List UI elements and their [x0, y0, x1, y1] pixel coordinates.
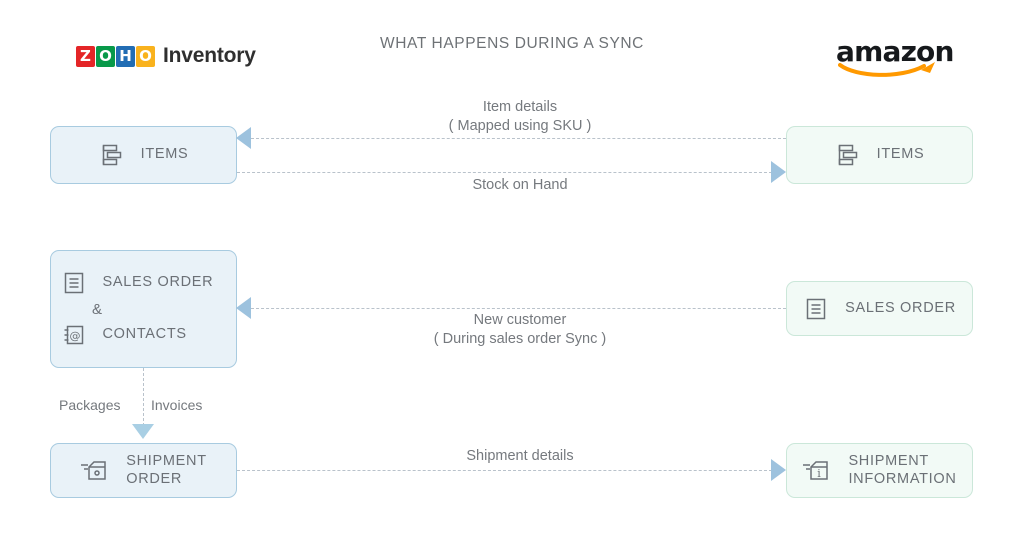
zoho-logo-mark: Z O H O: [76, 45, 156, 67]
right-box-sales-order[interactable]: SALES ORDER: [786, 281, 973, 336]
left-box-ampersand: &: [92, 301, 103, 318]
left-box-items-label: ITEMS: [140, 146, 189, 163]
internal-flow-label-invoices: Invoices: [151, 397, 203, 413]
left-box-items[interactable]: ITEMS: [50, 126, 237, 184]
zoho-letter-o1: O: [96, 45, 115, 67]
items-icon: [102, 144, 121, 166]
left-box-contacts-row: @ CONTACTS: [61, 322, 227, 348]
connector-stock-on-hand-label: Stock on Hand: [472, 177, 568, 193]
left-box-sales-order-row: SALES ORDER: [61, 270, 227, 296]
connector-stock-on-hand-arrowhead: [771, 161, 786, 183]
shipment-order-icon: [81, 460, 106, 480]
right-box-items-label: ITEMS: [876, 146, 925, 163]
right-box-sales-order-label: SALES ORDER: [845, 299, 956, 316]
left-box-contacts-label: CONTACTS: [102, 326, 187, 343]
left-box-sales-order-label: SALES ORDER: [102, 274, 214, 291]
connector-new-customer-label: New customer ( During sales order Sync ): [433, 312, 607, 347]
sales-order-icon: [806, 298, 826, 319]
connector-shipment-details-label: Shipment details: [466, 448, 574, 464]
connector-item-details-arrowhead: [236, 127, 251, 149]
page-title: WHAT HAPPENS DURING A SYNC: [380, 35, 644, 52]
connector-new-customer-line: [251, 308, 786, 309]
sales-order-icon: [64, 272, 83, 294]
amazon-logo: amazon: [836, 35, 954, 78]
connector-stock-on-hand-line: [237, 172, 772, 173]
connector-item-details-line: [251, 138, 786, 139]
items-icon: [838, 144, 857, 166]
right-box-items[interactable]: ITEMS: [786, 126, 973, 184]
connector-shipment-details-arrowhead: [771, 459, 786, 481]
zoho-inventory-wordmark: Inventory: [163, 44, 256, 67]
connector-new-customer-arrowhead: [236, 297, 251, 319]
left-box-shipment-order[interactable]: SHIPMENT ORDER: [50, 443, 237, 498]
amazon-wordmark: amazon: [836, 35, 954, 68]
zoho-inventory-logo: Z O H O Inventory: [76, 41, 256, 71]
internal-flow-label-packages: Packages: [59, 397, 121, 413]
internal-flow-arrowhead: [132, 424, 154, 439]
connector-shipment-details-line: [237, 470, 772, 471]
internal-flow-line: [143, 368, 144, 426]
zoho-letter-o2: O: [136, 45, 155, 67]
zoho-letter-h: H: [116, 45, 135, 67]
amazon-smile-icon: [838, 62, 935, 77]
right-box-shipment-information-label: SHIPMENT INFORMATION: [848, 452, 957, 487]
connector-item-details-label: Item details ( Mapped using SKU ): [448, 99, 592, 134]
svg-text:i: i: [818, 467, 822, 480]
left-box-shipment-order-label: SHIPMENT ORDER: [126, 452, 207, 487]
svg-text:@: @: [69, 330, 80, 343]
shipment-information-icon: i: [803, 460, 829, 480]
contacts-icon: @: [64, 325, 83, 345]
left-box-sales-order-contacts[interactable]: SALES ORDER & @ CONTACTS: [50, 250, 237, 368]
right-box-shipment-information[interactable]: i SHIPMENT INFORMATION: [786, 443, 973, 498]
zoho-letter-z: Z: [76, 45, 95, 67]
